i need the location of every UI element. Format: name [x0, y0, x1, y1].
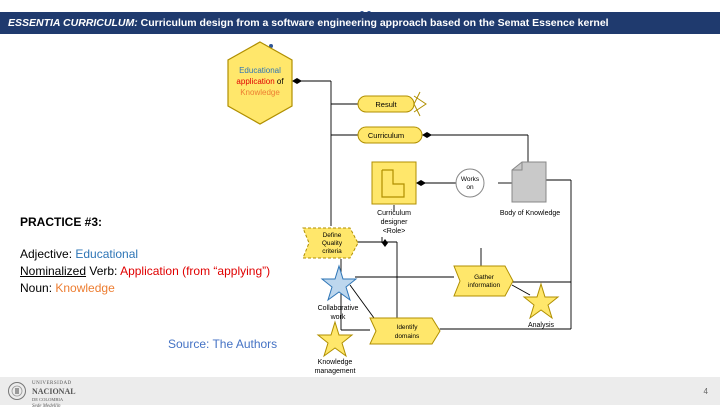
curriculum-label: Curriculum — [368, 131, 404, 140]
adjective-line: Adjective: Educational — [20, 247, 138, 261]
curriculum-alpha: Curriculum — [357, 126, 423, 144]
works-on-circle: Works on — [455, 168, 485, 198]
verb-value: Application (from “applying”) — [120, 264, 271, 278]
university-seal-icon — [8, 382, 26, 400]
body-of-knowledge-label: Body of Knowledge — [500, 210, 560, 217]
hexagon-line3: Knowledge — [240, 88, 280, 97]
noun-value: Knowledge — [55, 281, 115, 295]
footer-bar — [0, 377, 720, 405]
verb-line: Nominalized Verb: Application (from “app… — [20, 264, 270, 278]
source-caption: Source: The Authors — [168, 337, 278, 351]
designer-line1: Curriculum — [377, 210, 411, 217]
knowledge-management-line1: Knowledge — [318, 359, 353, 366]
header-title-italic: ESSENTIA CURRICULUM: — [8, 17, 138, 29]
gather-line1: Gather — [474, 274, 495, 281]
nominalized-label: Nominalized — [20, 264, 87, 278]
identify-domains-activity: Identify domains — [369, 317, 441, 345]
identify-line2: domains — [395, 333, 420, 340]
define-line1: Define — [323, 232, 342, 239]
define-quality-criteria-activity: Define Quality criteria — [302, 227, 359, 259]
works-on-line2: on — [466, 184, 474, 191]
hexagon-line2: application of — [236, 77, 284, 86]
designer-line2: designer — [381, 219, 409, 226]
define-line2: Quality — [322, 240, 343, 247]
header-banner: ESSENTIA CURRICULUM: Curriculum design f… — [0, 12, 720, 34]
collaborative-line1: Collaborative — [318, 305, 359, 312]
university-name: UNIVERSIDAD NACIONAL DE COLOMBIA Sede Me… — [32, 380, 76, 410]
identify-line1: Identify — [397, 324, 419, 331]
collaborative-work-star: Collaborative work — [318, 264, 359, 321]
connector-lines — [292, 80, 572, 331]
educational-application-hexagon — [227, 41, 293, 125]
works-on-line1: Works — [461, 176, 480, 183]
knowledge-management-star: Knowledge management — [315, 320, 356, 375]
uni-line2: NACIONAL — [32, 387, 76, 396]
adjective-value: Educational — [75, 247, 139, 261]
adjective-label: Adjective: — [20, 247, 76, 261]
knowledge-management-line2: management — [315, 368, 356, 375]
result-label: Result — [375, 100, 397, 109]
result-alpha: Result — [357, 91, 427, 117]
page-number: 4 — [703, 387, 708, 396]
curriculum-designer-role: Curriculum designer <Role> — [371, 161, 417, 235]
gather-information-activity: Gather information — [453, 265, 514, 297]
collaborative-line2: work — [330, 314, 346, 321]
noun-line: Noun: Knowledge — [20, 281, 115, 295]
analysis-label: Analysis — [528, 322, 555, 329]
analysis-star: Analysis — [522, 282, 560, 329]
practice-heading: PRACTICE #3: — [20, 215, 103, 229]
gather-line2: information — [468, 282, 501, 289]
designer-line3: <Role> — [383, 228, 406, 235]
hexagon-line1: Educational — [239, 66, 281, 75]
uni-line3: DE COLOMBIA — [32, 397, 64, 402]
uni-line4: Sede Medellín — [32, 404, 61, 409]
uni-line1: UNIVERSIDAD — [32, 381, 72, 386]
verb-label: Verb: — [86, 264, 121, 278]
define-line3: criteria — [322, 248, 342, 255]
noun-label: Noun: — [20, 281, 56, 295]
header-title-rest: Curriculum design from a software engine… — [137, 17, 609, 29]
body-of-knowledge-product: Body of Knowledge — [500, 161, 560, 217]
